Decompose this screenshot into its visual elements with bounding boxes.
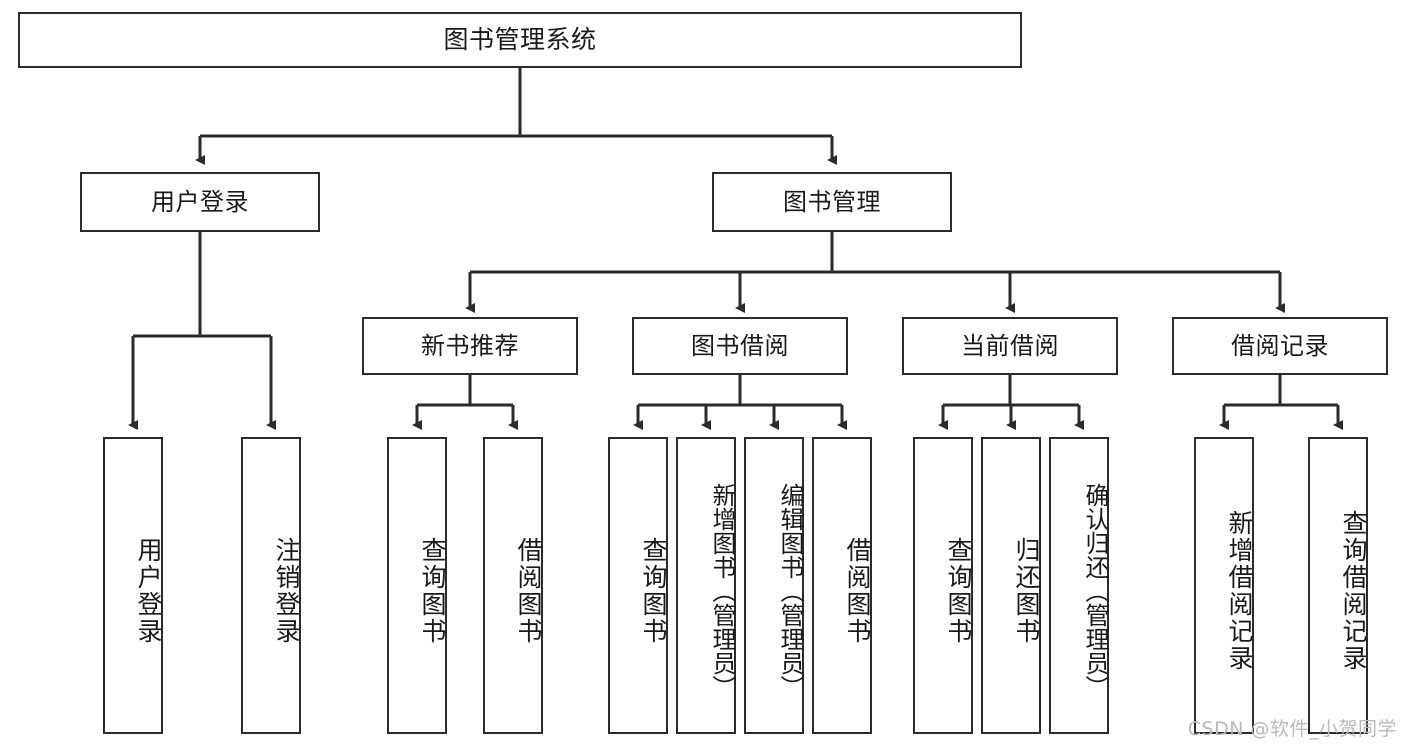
node-label: 图书管理 bbox=[783, 187, 881, 216]
node-leaf-query-book-recommend[interactable]: 查询图书 bbox=[387, 437, 447, 734]
node-label: 图书借阅 bbox=[691, 331, 789, 360]
node-label: 归还图书 bbox=[1012, 536, 1041, 645]
node-label: 借阅记录 bbox=[1231, 331, 1329, 360]
node-borrow-record[interactable]: 借阅记录 bbox=[1172, 317, 1388, 375]
node-label: 图书管理系统 bbox=[443, 25, 597, 55]
node-label: 确认归还（管理员） bbox=[1081, 482, 1109, 699]
node-leaf-query-book-borrow[interactable]: 查询图书 bbox=[608, 437, 668, 734]
node-root-book-management-system[interactable]: 图书管理系统 bbox=[18, 12, 1022, 68]
node-label: 用户登录 bbox=[151, 187, 249, 216]
node-label: 编辑图书（管理员） bbox=[776, 482, 804, 699]
node-label: 新增图书（管理员） bbox=[708, 482, 736, 699]
node-user-login[interactable]: 用户登录 bbox=[80, 172, 320, 232]
node-leaf-borrow-book-recommend[interactable]: 借阅图书 bbox=[483, 437, 543, 734]
node-label: 新书推荐 bbox=[421, 331, 519, 360]
node-current-borrow[interactable]: 当前借阅 bbox=[902, 317, 1118, 375]
node-leaf-user-login[interactable]: 用户登录 bbox=[103, 437, 163, 734]
node-leaf-confirm-return-admin[interactable]: 确认归还（管理员） bbox=[1049, 437, 1109, 734]
node-label: 查询借阅记录 bbox=[1339, 509, 1368, 672]
node-book-borrow[interactable]: 图书借阅 bbox=[632, 317, 848, 375]
node-label: 注销登录 bbox=[272, 536, 301, 645]
node-book-management[interactable]: 图书管理 bbox=[712, 172, 952, 232]
node-leaf-add-borrow-record[interactable]: 新增借阅记录 bbox=[1194, 437, 1254, 734]
node-leaf-user-logout[interactable]: 注销登录 bbox=[241, 437, 301, 734]
node-label: 新增借阅记录 bbox=[1225, 509, 1254, 672]
node-label: 查询图书 bbox=[418, 536, 447, 645]
node-label: 借阅图书 bbox=[514, 536, 543, 645]
node-label: 查询图书 bbox=[944, 536, 973, 645]
node-label: 当前借阅 bbox=[961, 331, 1059, 360]
node-label: 查询图书 bbox=[639, 536, 668, 645]
node-leaf-add-book-admin[interactable]: 新增图书（管理员） bbox=[676, 437, 736, 734]
node-leaf-borrow-book[interactable]: 借阅图书 bbox=[812, 437, 872, 734]
node-leaf-query-borrow-record[interactable]: 查询借阅记录 bbox=[1308, 437, 1368, 734]
node-label: 用户登录 bbox=[134, 536, 163, 645]
node-label: 借阅图书 bbox=[843, 536, 872, 645]
node-new-book-recommend[interactable]: 新书推荐 bbox=[362, 317, 578, 375]
node-leaf-return-book[interactable]: 归还图书 bbox=[981, 437, 1041, 734]
node-leaf-edit-book-admin[interactable]: 编辑图书（管理员） bbox=[744, 437, 804, 734]
node-leaf-query-book-current[interactable]: 查询图书 bbox=[913, 437, 973, 734]
